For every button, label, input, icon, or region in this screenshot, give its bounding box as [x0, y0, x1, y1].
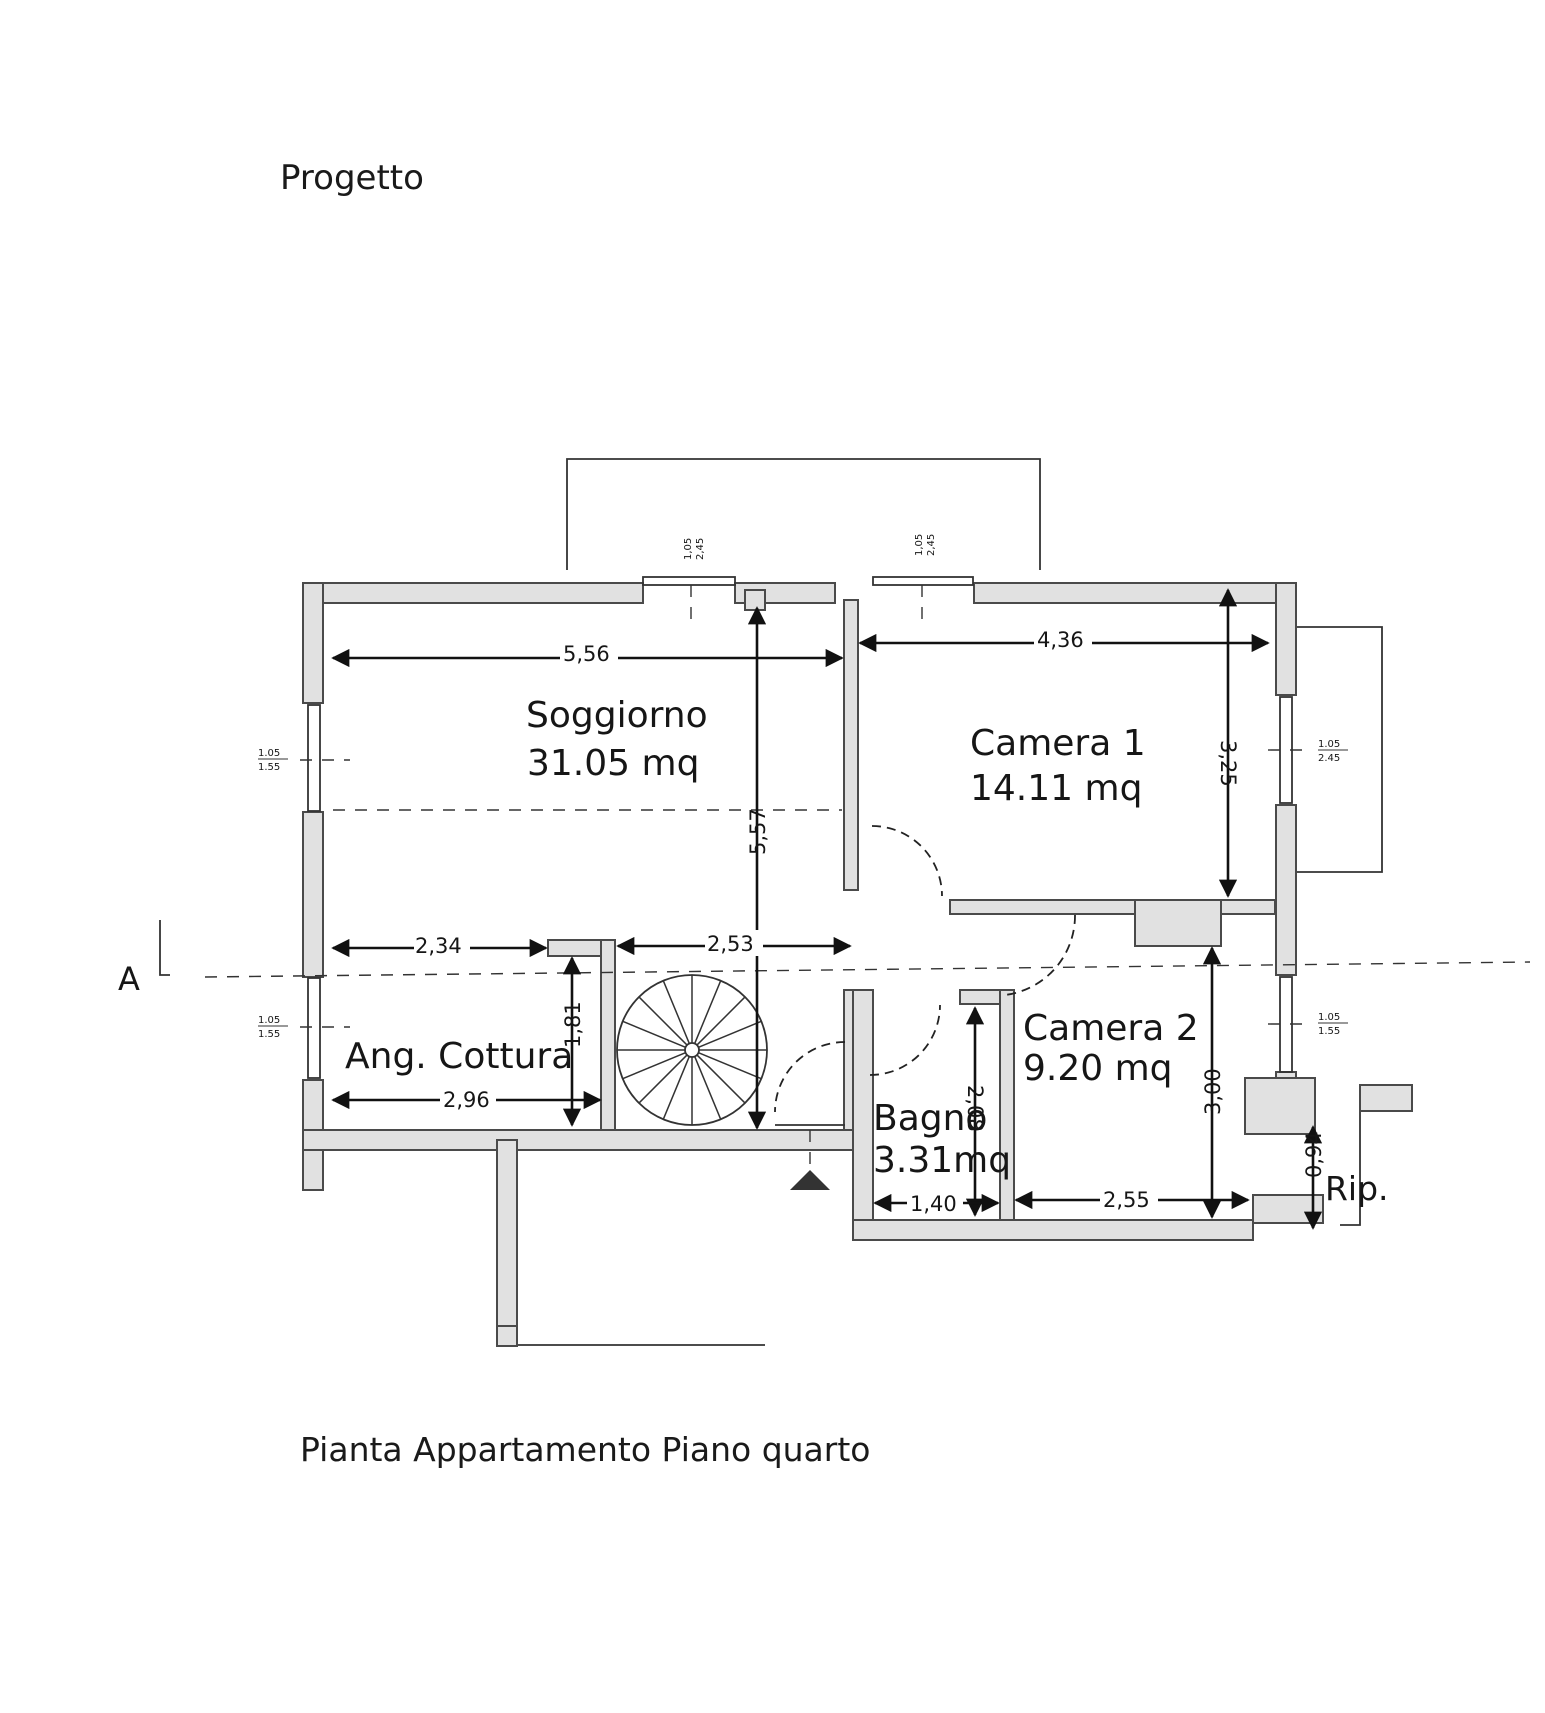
window-top-left: [642, 576, 736, 586]
wall-landing-left: [496, 1139, 518, 1347]
door-bagno-swing: [869, 1004, 941, 1076]
window-left-upper: [307, 704, 321, 812]
room-bagno-name: Bagno: [873, 1098, 987, 1139]
dim-rip-depth: 0,94: [1302, 1131, 1326, 1178]
window-left-lower: [307, 977, 321, 1079]
window-top-left-b: 2,45: [695, 538, 706, 560]
stair-tread: [693, 980, 722, 1044]
room-labels: Soggiorno 31.05 mq Camera 1 14.11 mq Cam…: [345, 695, 1389, 1208]
window-right-lower-b: 1.55: [1318, 1026, 1340, 1037]
wall-bottom-left: [302, 1129, 864, 1151]
dim-camera2-width: 2,55: [1103, 1188, 1150, 1212]
room-camera1-name: Camera 1: [970, 723, 1146, 764]
dim-left-lower: 2,34: [415, 934, 462, 958]
wall-rip-column: [1244, 1077, 1316, 1135]
room-rip-name: Rip.: [1325, 1169, 1389, 1208]
wall-column: [1134, 899, 1222, 947]
wall-top-right: [973, 582, 1297, 604]
stair-tread: [693, 1056, 722, 1120]
room-cottura-name: Ang. Cottura: [345, 1036, 573, 1077]
dim-bagno-width: 1,40: [910, 1192, 957, 1216]
stair-tread: [638, 996, 688, 1046]
window-callout-lines: [300, 585, 1310, 1028]
rip-outline: [1340, 1112, 1361, 1226]
stair-tread: [622, 1020, 686, 1049]
wall-cottura-right: [600, 939, 616, 1131]
section-marker-label: A: [118, 960, 140, 998]
window-left-lower-b: 1.55: [258, 1029, 280, 1040]
drawing-title: Progetto: [280, 158, 424, 198]
wall-right-1: [1275, 582, 1297, 696]
window-top-right-a: 1,05: [914, 534, 925, 556]
wall-left-2: [302, 811, 324, 978]
drawing-caption: Pianta Appartamento Piano quarto: [300, 1430, 871, 1469]
window-top-right-b: 2,45: [926, 534, 937, 556]
dim-right-lower: 2,53: [707, 932, 754, 956]
room-camera2-area: 9.20 mq: [1023, 1048, 1173, 1089]
door-camera1-swing: [871, 825, 943, 897]
wall-left-1: [302, 582, 324, 704]
window-right-lower-a: 1.05: [1318, 1012, 1340, 1023]
section-marker-symbol: [159, 920, 170, 976]
section-line-a: A: [118, 920, 1531, 998]
window-left-upper-a: 1.05: [258, 748, 280, 759]
dim-cottura-depth: 1,81: [561, 1001, 585, 1048]
stair-tread: [696, 996, 746, 1046]
door-entry-swing: [774, 1041, 846, 1113]
wall-top-left: [302, 582, 644, 604]
section-cut-line: [204, 961, 1531, 978]
dim-bagno-depth: 2,08: [963, 1085, 987, 1132]
wall-partition-soggiorno: [843, 599, 859, 891]
stair-landing-outline: [514, 1150, 765, 1346]
window-top-right: [872, 576, 974, 586]
dim-camera1-depth: 3,25: [1216, 740, 1240, 787]
door-camera2-swing: [1004, 914, 1076, 996]
windows: [307, 576, 1293, 1079]
wall-camera-divider: [949, 899, 1276, 915]
dim-soggiorno-width: 5,56: [563, 642, 610, 666]
room-camera2-name: Camera 2: [1023, 1008, 1199, 1049]
wall-top-pier: [744, 589, 766, 611]
doors: [774, 825, 1076, 1126]
room-soggiorno-area: 31.05 mq: [527, 743, 699, 784]
stair-tread: [662, 1056, 691, 1120]
wall-rip-ext: [1359, 1084, 1413, 1112]
walls: [302, 582, 1413, 1347]
dim-cottura-width: 2,96: [443, 1088, 490, 1112]
top-balcony-outline: [566, 458, 1041, 570]
window-top-left-a: 1,05: [683, 538, 694, 560]
dimension-labels: 5,56 4,36 2,34 2,53 2,96 1,40 2,55 3,25 …: [414, 626, 1326, 1216]
window-right-upper-a: 1.05: [1318, 739, 1340, 750]
dim-soggiorno-depth: 5,57: [746, 808, 770, 855]
dim-camera2-depth: 3,00: [1201, 1068, 1225, 1115]
stair-tread: [696, 1054, 746, 1104]
spiral-staircase: [616, 974, 768, 1126]
wall-bagno-right: [999, 989, 1015, 1221]
wall-right-2: [1275, 804, 1297, 976]
stair-tread: [662, 980, 691, 1044]
window-left-lower-a: 1.05: [258, 1015, 280, 1026]
stair-post: [684, 1042, 700, 1058]
wall-bottom-right: [852, 1219, 1254, 1241]
window-left-upper-b: 1.55: [258, 762, 280, 773]
entrance-marker-icon: [790, 1170, 830, 1190]
wall-landing-corner: [496, 1325, 518, 1347]
room-bagno-area: 3.31mq: [873, 1140, 1011, 1181]
wall-entry-right: [852, 989, 874, 1241]
dim-camera1-width: 4,36: [1037, 628, 1084, 652]
stair-tread: [622, 1051, 686, 1080]
stair-tread: [638, 1054, 688, 1104]
room-camera1-area: 14.11 mq: [970, 768, 1142, 809]
window-right-upper-b: 2.45: [1318, 753, 1340, 764]
right-balcony-outline: [1297, 626, 1383, 873]
window-labels: 1,05 2,45 1,05 2,45 1.05 1.55 1.05 1.55 …: [258, 534, 1348, 1040]
room-soggiorno-name: Soggiorno: [526, 695, 708, 736]
